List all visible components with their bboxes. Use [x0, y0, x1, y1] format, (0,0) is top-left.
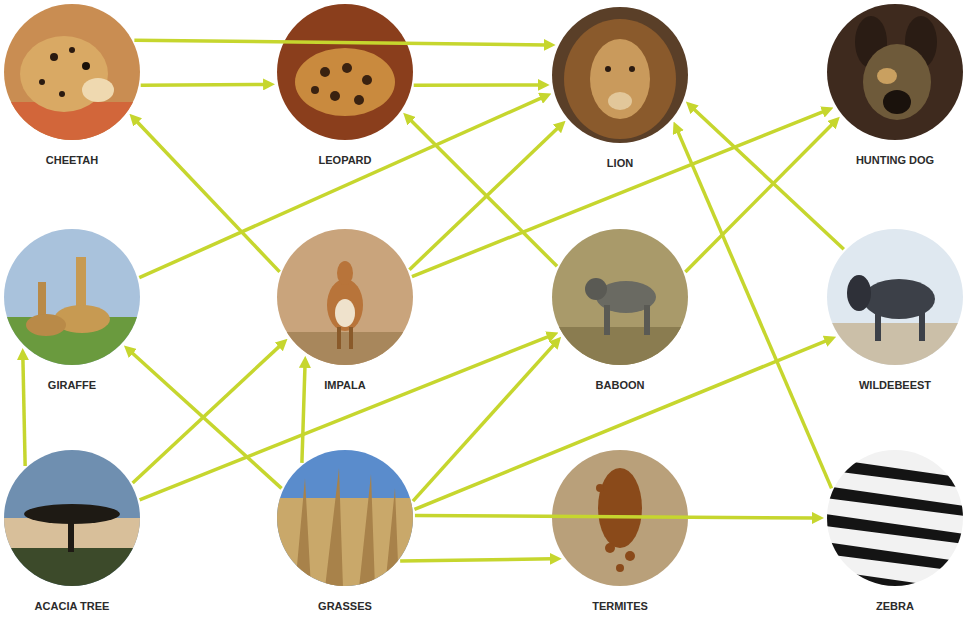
food-arrow	[133, 345, 281, 483]
food-arrow	[410, 119, 558, 266]
organism-name: ZEBRA	[873, 599, 917, 613]
organism-name: GIRAFFE	[45, 378, 99, 392]
organism-photo	[275, 448, 415, 588]
food-arrow	[136, 120, 280, 272]
organism-node: ACACIA TREE	[2, 448, 142, 614]
food-arrow	[414, 83, 541, 87]
organism-node: ZEBRA	[825, 448, 965, 614]
organism-photo	[2, 448, 142, 588]
organism-node: LEOPARD	[275, 2, 415, 168]
organism-photo	[825, 227, 965, 367]
organism-name: HUNTING DOG	[853, 153, 937, 167]
organism-node: HUNTING DOG	[825, 2, 965, 168]
food-arrow	[413, 343, 555, 501]
organism-name: ACACIA TREE	[32, 599, 113, 613]
organism-name: LION	[604, 156, 636, 170]
food-arrow	[141, 83, 266, 87]
organism-node: BABOON	[550, 227, 690, 393]
organism-node: LION	[550, 5, 690, 171]
organism-node: CHEETAH	[2, 2, 142, 168]
organism-photo	[2, 227, 142, 367]
food-arrow	[692, 108, 843, 250]
organism-name: WILDEBEEST	[856, 378, 934, 392]
organism-name: CHEETAH	[43, 153, 101, 167]
organism-name: BABOON	[593, 378, 648, 392]
organism-photo	[275, 2, 415, 142]
food-arrow	[134, 40, 546, 45]
organism-name: TERMITES	[589, 599, 651, 613]
food-arrow	[400, 559, 553, 561]
organism-photo	[825, 2, 965, 142]
food-arrow	[131, 351, 282, 488]
food-arrow	[677, 130, 831, 489]
food-arrow	[302, 365, 305, 463]
organism-name: LEOPARD	[316, 153, 375, 167]
organism-name: IMPALA	[321, 378, 368, 392]
organism-node: GRASSES	[275, 448, 415, 614]
organism-node: TERMITES	[550, 448, 690, 614]
food-arrow	[415, 516, 815, 518]
organism-photo	[825, 448, 965, 588]
organism-photo	[275, 227, 415, 367]
food-arrow	[23, 357, 25, 466]
organism-photo	[550, 5, 690, 145]
organism-photo	[2, 2, 142, 142]
organism-photo	[550, 227, 690, 367]
organism-node: WILDEBEEST	[825, 227, 965, 393]
organism-node: IMPALA	[275, 227, 415, 393]
organism-name: GRASSES	[315, 599, 375, 613]
